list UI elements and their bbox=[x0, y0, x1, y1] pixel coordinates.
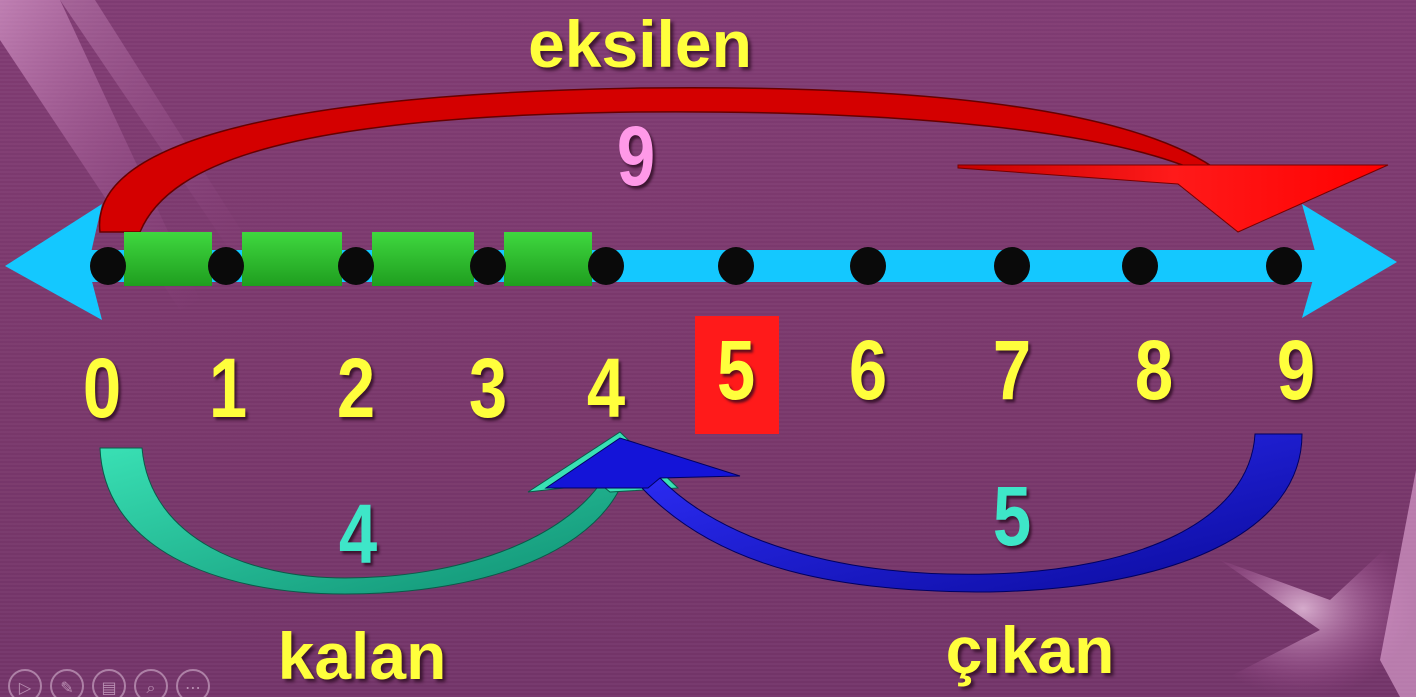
subtracted-arc-arrow bbox=[642, 434, 1302, 592]
presentation-controls: ▷ ✎ ▤ ⌕ ⋯ bbox=[8, 666, 210, 697]
tick-label-7: 7 bbox=[993, 322, 1031, 419]
subtracted-value: 5 bbox=[993, 468, 1031, 565]
subtracted-label-cikan: çıkan bbox=[946, 612, 1115, 688]
subtrahend-title-eksilen: eksilen bbox=[528, 6, 752, 82]
tick-label-2: 2 bbox=[337, 340, 375, 437]
tick-dot-9 bbox=[1266, 247, 1302, 285]
tick-dot-6 bbox=[850, 247, 886, 285]
pen-icon[interactable]: ✎ bbox=[50, 669, 84, 697]
green-segment-1 bbox=[124, 232, 212, 286]
remainder-label-kalan: kalan bbox=[278, 618, 447, 694]
tick-label-8: 8 bbox=[1135, 322, 1173, 419]
tick-dot-0 bbox=[90, 247, 126, 285]
tick-dot-4 bbox=[588, 247, 624, 285]
tick-label-3: 3 bbox=[469, 340, 507, 437]
tick-dot-8 bbox=[1122, 247, 1158, 285]
tick-label-9: 9 bbox=[1277, 322, 1315, 419]
number-line-left-arrowhead bbox=[5, 204, 102, 320]
zoom-icon[interactable]: ⌕ bbox=[134, 669, 168, 697]
remainder-value: 4 bbox=[339, 486, 377, 583]
tick-label-6: 6 bbox=[849, 322, 887, 419]
tick-label-0: 0 bbox=[83, 340, 121, 437]
green-segment-3 bbox=[372, 232, 474, 286]
tick-dot-1 bbox=[208, 247, 244, 285]
slides-icon[interactable]: ▤ bbox=[92, 669, 126, 697]
tick-dot-2 bbox=[338, 247, 374, 285]
green-segment-2 bbox=[242, 232, 342, 286]
tick-label-5: 5 bbox=[717, 322, 755, 419]
green-segment-4 bbox=[504, 232, 592, 286]
more-icon[interactable]: ⋯ bbox=[176, 669, 210, 697]
total-arc-arrow bbox=[100, 88, 1220, 232]
tick-label-4: 4 bbox=[587, 340, 625, 437]
tick-label-1: 1 bbox=[209, 340, 247, 437]
tick-dot-5 bbox=[718, 247, 754, 285]
tick-dot-7 bbox=[994, 247, 1030, 285]
total-value: 9 bbox=[617, 108, 655, 205]
play-icon[interactable]: ▷ bbox=[8, 669, 42, 697]
tick-dot-3 bbox=[470, 247, 506, 285]
